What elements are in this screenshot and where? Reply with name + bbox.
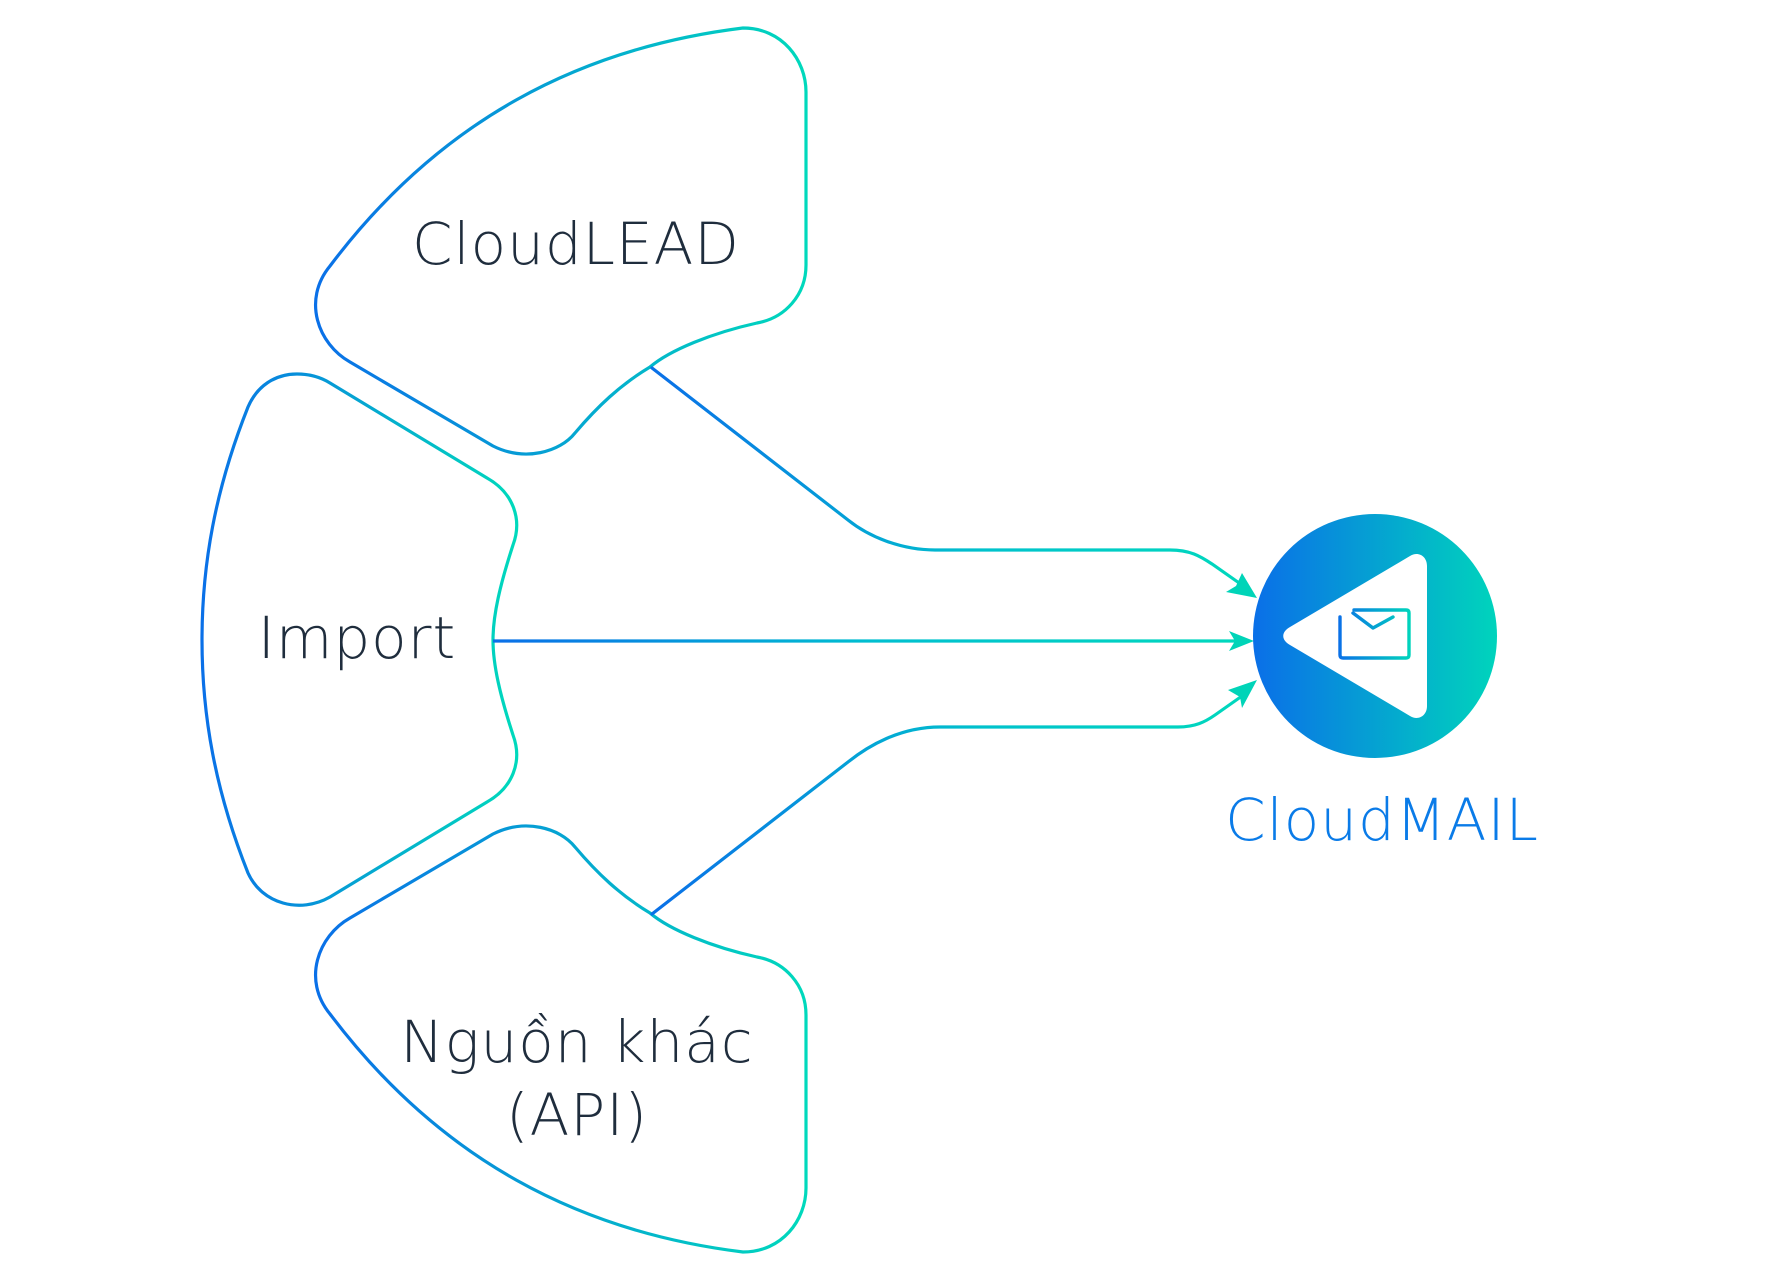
arrowhead-bottom [1228,680,1257,708]
import-label: Import [258,604,457,672]
cloudmail-label: CloudMAIL [1225,786,1539,854]
edge-cloudlead-to-cloudmail [650,366,1244,587]
import-shape [200,372,519,907]
play-triangle-icon [1283,554,1427,718]
mail-envelope-icon [1338,608,1411,660]
api-label-line1: Nguồn khác [400,1008,753,1076]
edge-api-to-cloudmail [650,694,1244,916]
target-node-cloudmail: CloudMAIL [1225,514,1539,854]
arrowhead-middle [1229,631,1254,651]
source-node-import: Import [200,372,519,907]
arrowhead-top [1226,573,1257,598]
api-label-line2: (API) [506,1081,648,1149]
cloudlead-shape [314,26,808,456]
api-shape [314,824,808,1254]
cloudlead-label: CloudLEAD [412,210,740,278]
source-node-api: Nguồn khác (API) [314,824,808,1254]
source-node-cloudlead: CloudLEAD [314,26,808,456]
connectors [493,366,1257,916]
